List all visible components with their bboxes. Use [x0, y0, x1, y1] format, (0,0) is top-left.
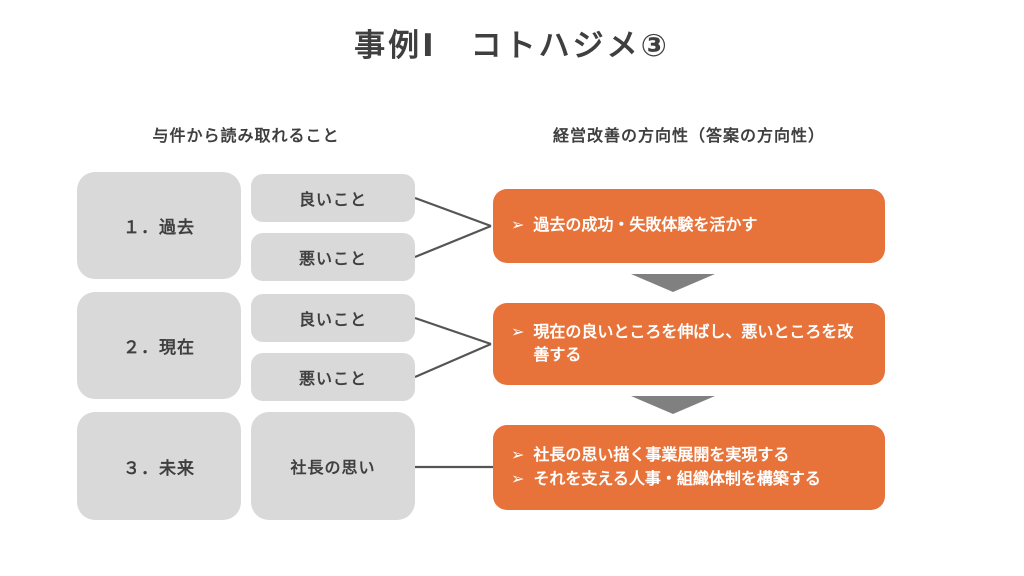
category-label-future: ３．未来 — [123, 458, 195, 478]
item-box-future-wish: 社長の思い — [251, 412, 415, 520]
connector-line-past-good — [414, 196, 492, 228]
down-arrow-icon — [631, 396, 715, 414]
direction-bullet-row: ➢ 過去の成功・失敗体験を活かす — [511, 214, 867, 237]
category-label-past: １．過去 — [123, 218, 195, 237]
connector-line-present-bad — [414, 342, 492, 379]
arrow-bullet-icon: ➢ — [511, 470, 525, 488]
direction-text-future-2: それを支える人事・組織体制を構築する — [533, 470, 821, 488]
direction-box-past: ➢ 過去の成功・失敗体験を活かす — [493, 189, 885, 263]
category-label-present: ２．現在 — [123, 338, 195, 357]
direction-bullet-row: ➢ それを支える人事・組織体制を構築する — [511, 468, 867, 491]
category-box-future: ３．未来 — [77, 412, 241, 520]
direction-bullet-row: ➢ 現在の良いところを伸ばし、悪いところを改善する — [511, 321, 867, 367]
item-label-present-bad: 悪いこと — [298, 371, 367, 388]
item-box-present-good: 良いこと — [251, 294, 415, 342]
direction-text-past: 過去の成功・失敗体験を活かす — [533, 217, 758, 235]
arrow-bullet-icon: ➢ — [511, 323, 525, 341]
direction-box-future: ➢ 社長の思い描く事業展開を実現する ➢ それを支える人事・組織体制を構築する — [493, 425, 885, 510]
arrow-bullet-icon: ➢ — [511, 447, 525, 465]
category-box-past: １．過去 — [77, 172, 241, 279]
connector-line-past-bad — [414, 224, 492, 259]
item-box-past-bad: 悪いこと — [251, 233, 415, 281]
arrow-bullet-icon: ➢ — [511, 217, 525, 235]
category-box-present: ２．現在 — [77, 292, 241, 399]
item-box-past-good: 良いこと — [251, 174, 415, 222]
item-label-past-good: 良いこと — [298, 192, 367, 209]
direction-bullet-row: ➢ 社長の思い描く事業展開を実現する — [511, 444, 867, 467]
item-box-present-bad: 悪いこと — [251, 353, 415, 401]
direction-box-present: ➢ 現在の良いところを伸ばし、悪いところを改善する — [493, 303, 885, 385]
direction-text-future-1: 社長の思い描く事業展開を実現する — [533, 447, 790, 465]
item-label-present-good: 良いこと — [298, 312, 367, 329]
left-column-header: 与件から読み取れること — [152, 128, 340, 145]
connector-line-present-good — [414, 316, 492, 346]
right-column-header: 経営改善の方向性（答案の方向性） — [552, 128, 825, 145]
down-arrow-icon — [631, 274, 715, 292]
direction-text-present: 現在の良いところを伸ばし、悪いところを改善する — [533, 323, 854, 364]
item-label-past-bad: 悪いこと — [298, 251, 367, 268]
item-label-future-wish: 社長の思い — [290, 460, 376, 477]
page-title: 事例Ⅰ コトハジメ③ — [354, 28, 670, 63]
